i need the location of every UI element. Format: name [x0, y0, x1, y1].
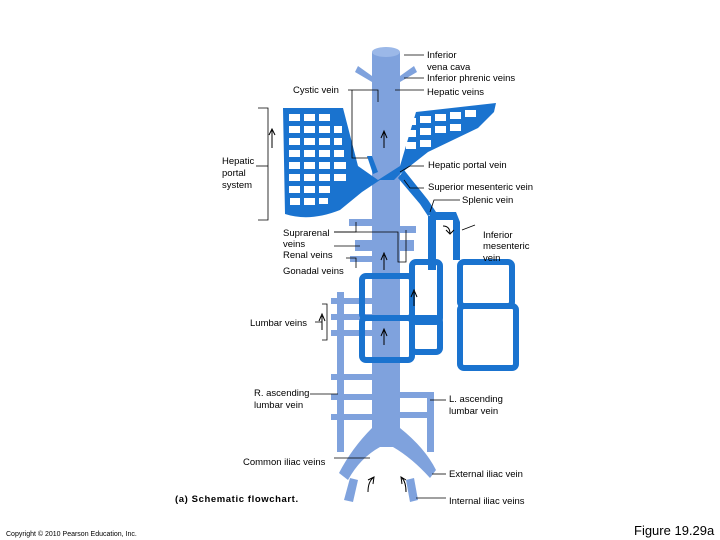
arrow-hepatic-portal	[268, 127, 276, 148]
inferior-phrenic-vein-left	[400, 66, 417, 82]
liver-lobule-grid-left	[289, 114, 346, 205]
lumbar-vein-left-1	[400, 392, 434, 398]
label-l-ascending-lumbar-vein-1: L. ascending	[449, 394, 503, 405]
internal-iliac-vein-right	[344, 478, 358, 502]
lumbar-vein-4	[331, 374, 372, 380]
flow-arrows	[268, 127, 455, 493]
label-cystic-vein: Cystic vein	[293, 85, 339, 96]
left-ascending-lumbar-vein	[427, 392, 434, 452]
arrow-iliac-right	[367, 476, 375, 493]
label-renal-veins: Renal veins	[283, 250, 333, 261]
renal-vein-right	[355, 240, 372, 251]
arrow-liver	[380, 129, 388, 148]
figure-caption: (a) Schematic flowchart.	[175, 494, 299, 505]
label-inferior-mesenteric-vein-2: mesenteric	[483, 241, 530, 252]
lumbar-vein-1	[331, 298, 372, 304]
label-external-iliac-vein: External iliac vein	[449, 469, 523, 480]
inferior-vena-cava	[339, 47, 436, 480]
internal-iliac-vein-left	[406, 478, 418, 502]
hepatic-portal-system	[283, 98, 519, 371]
labels: Inferior vena cava Inferior phrenic vein…	[6, 50, 715, 538]
lumbar-vein-2	[331, 314, 372, 320]
ivc-top-opening	[372, 47, 400, 57]
label-superior-mesenteric-vein: Superior mesenteric vein	[428, 182, 533, 193]
label-hepatic-portal-system-3: system	[222, 180, 252, 191]
arrow-ivc-lower	[380, 327, 388, 345]
label-inferior-vena-cava-1: Inferior	[427, 50, 457, 61]
arrow-ivc-mid	[380, 251, 388, 270]
label-suprarenal-veins-1: Suprarenal	[283, 228, 329, 239]
intestinal-loop-6	[457, 303, 519, 371]
label-inferior-mesenteric-vein-3: vein	[483, 253, 500, 264]
inferior-mesenteric-vein	[453, 232, 460, 260]
label-suprarenal-veins-2: veins	[283, 239, 305, 250]
label-inferior-mesenteric-vein-1: Inferior	[483, 230, 513, 241]
intestinal-loop-5	[457, 259, 515, 309]
label-gonadal-veins: Gonadal veins	[283, 266, 344, 277]
arrow-splenic	[442, 225, 455, 235]
intestinal-loop-3	[409, 259, 443, 325]
right-ascending-lumbar-vein	[337, 292, 344, 452]
arrow-iliac-left	[400, 476, 407, 493]
lumbar-vein-6	[331, 414, 372, 420]
suprarenal-vein-right	[349, 219, 372, 226]
label-splenic-vein: Splenic vein	[462, 195, 513, 206]
figure-number: Figure 19.29a	[634, 523, 715, 538]
renal-vein-left	[400, 240, 414, 251]
hepatic-vein-connection	[372, 98, 400, 116]
label-r-ascending-lumbar-vein-2: lumbar vein	[254, 400, 303, 411]
inferior-phrenic-vein-right	[355, 66, 372, 82]
label-hepatic-portal-system-2: portal	[222, 168, 246, 179]
arrow-lumbar	[318, 312, 326, 330]
label-hepatic-portal-system-1: Hepatic	[222, 156, 254, 167]
lumbar-vein-3	[331, 330, 372, 336]
label-r-ascending-lumbar-vein-1: R. ascending	[254, 388, 309, 399]
label-lumbar-veins: Lumbar veins	[250, 318, 307, 329]
hepatic-portal-vein	[398, 170, 436, 216]
superior-mesenteric-vein	[428, 216, 436, 270]
cystic-vein	[367, 156, 378, 174]
gonadal-vein-right	[350, 256, 372, 262]
label-hepatic-veins: Hepatic veins	[427, 87, 484, 98]
arrow-intestine	[410, 288, 418, 306]
leader-lines	[256, 54, 476, 499]
label-inferior-vena-cava-2: vena cava	[427, 62, 471, 73]
suprarenal-vein-left	[400, 226, 416, 233]
label-hepatic-portal-vein: Hepatic portal vein	[428, 160, 507, 171]
intestinal-loop-4	[409, 315, 443, 355]
label-l-ascending-lumbar-vein-2: lumbar vein	[449, 406, 498, 417]
lumbar-vein-left-2	[400, 412, 434, 418]
liver-lobule-grid-right	[406, 110, 476, 149]
label-internal-iliac-veins: Internal iliac veins	[449, 496, 525, 507]
label-common-iliac-veins: Common iliac veins	[243, 457, 326, 468]
copyright-notice: Copyright © 2010 Pearson Education, Inc.	[6, 530, 137, 538]
label-inferior-phrenic-veins: Inferior phrenic veins	[427, 73, 515, 84]
systemic-veins	[331, 47, 436, 502]
lumbar-vein-5	[331, 394, 372, 400]
